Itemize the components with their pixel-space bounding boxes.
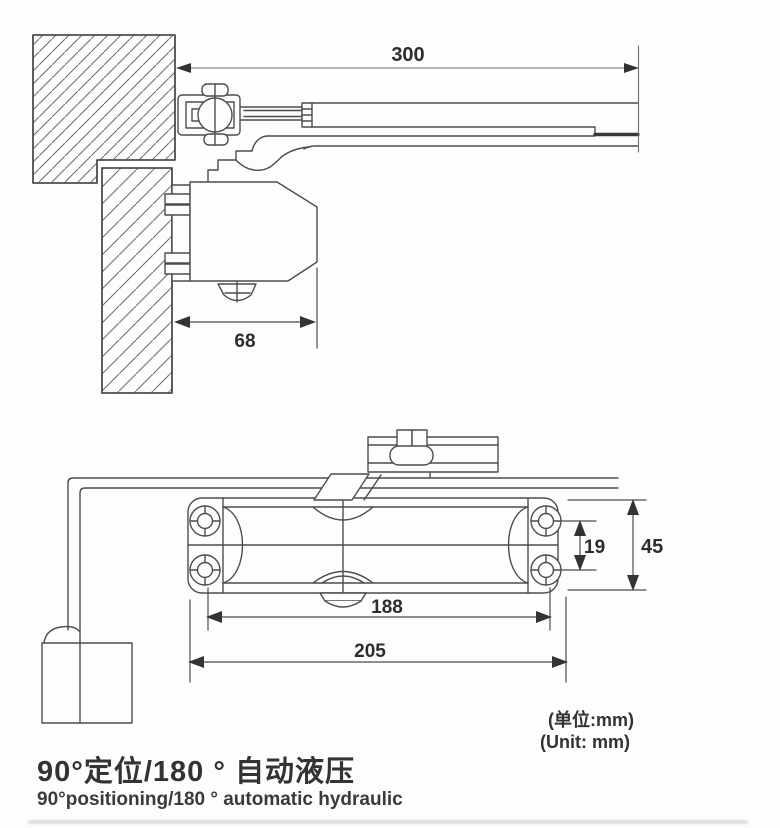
- frame-section: [32, 34, 176, 184]
- floor-box: [41, 625, 133, 724]
- screw: [189, 505, 221, 537]
- scan-artifact: [28, 820, 748, 824]
- adjustment-valve-front: [319, 592, 367, 608]
- link-rod: [231, 102, 313, 128]
- main-arm-side: [267, 102, 640, 150]
- unit-note-en: (Unit: mm): [540, 732, 630, 752]
- dim-68: 68: [174, 267, 318, 352]
- closer-body-front: [187, 473, 559, 608]
- dim-188: 188: [206, 587, 552, 631]
- side-view: 300 68: [32, 34, 640, 394]
- dim-68-label: 68: [234, 331, 255, 352]
- dim-188-label: 188: [371, 597, 403, 618]
- piston-cylinder: [222, 506, 529, 584]
- adjustment-valve-side: [217, 281, 257, 303]
- unit-note: (单位:mm) (Unit: mm): [540, 709, 634, 753]
- screw: [530, 505, 562, 537]
- dim-19-label: 19: [584, 537, 605, 558]
- dim-300: 300: [176, 44, 640, 153]
- pinion-hub: [312, 473, 382, 594]
- dim-45-label: 45: [641, 536, 663, 558]
- door-section: [101, 167, 173, 394]
- dim-205: 205: [188, 596, 568, 683]
- caption-title-en: 90°positioning/180 ° automatic hydraulic: [37, 789, 403, 810]
- closer-body-side: [189, 181, 318, 282]
- mounting-bracket-front: [367, 429, 499, 479]
- unit-note-zh: (单位:mm): [548, 710, 634, 730]
- arm-front: [67, 477, 619, 724]
- caption-title-zh: 90°定位/180 ° 自动液压: [37, 756, 356, 788]
- pivot-pin: [197, 83, 233, 146]
- dim-300-label: 300: [391, 44, 424, 66]
- screw: [530, 554, 562, 586]
- dim-205-label: 205: [354, 641, 386, 662]
- dim-45: 45: [567, 499, 663, 591]
- dim-19: 19: [561, 520, 605, 571]
- front-view: 188 205 19: [41, 429, 663, 724]
- arm-linkage-side: [207, 135, 311, 183]
- screw: [189, 554, 221, 586]
- screws: [189, 505, 562, 586]
